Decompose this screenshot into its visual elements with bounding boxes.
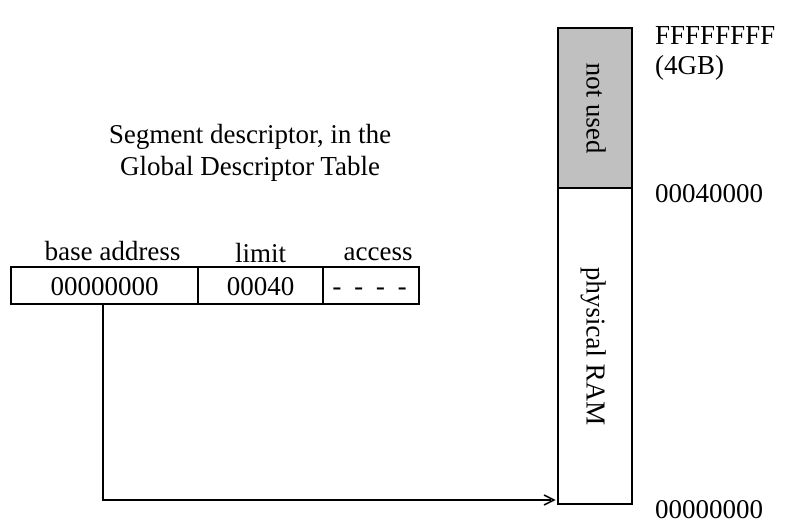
- not-used-region: not used: [559, 29, 631, 189]
- address-top: FFFFFFFF: [655, 20, 776, 50]
- segment-descriptor-row: 00000000 00040 - - - -: [10, 266, 420, 305]
- header-access: access: [343, 236, 413, 266]
- memory-map: not used physical RAM: [557, 27, 633, 505]
- arrow-head: [543, 494, 556, 506]
- physical-ram-region: physical RAM: [559, 189, 631, 503]
- descriptor-caption-line2: Global Descriptor Table: [119, 151, 381, 181]
- descriptor-caption-line1: Segment descriptor, in the: [108, 119, 392, 149]
- descriptor-caption: Segment descriptor, in the Global Descri…: [60, 118, 440, 182]
- address-top-size: (4GB): [655, 50, 724, 80]
- address-bottom: 00000000: [655, 494, 763, 524]
- header-base-address: base address: [44, 236, 181, 266]
- physical-ram-label: physical RAM: [580, 266, 611, 426]
- header-limit: limit: [234, 238, 286, 268]
- address-boundary: 00040000: [655, 178, 763, 208]
- access-cell: - - - -: [322, 268, 418, 303]
- arrow-line: [102, 305, 551, 501]
- limit-cell: 00040: [197, 268, 322, 303]
- not-used-label: not used: [580, 62, 611, 154]
- base-address-cell: 00000000: [50, 271, 159, 301]
